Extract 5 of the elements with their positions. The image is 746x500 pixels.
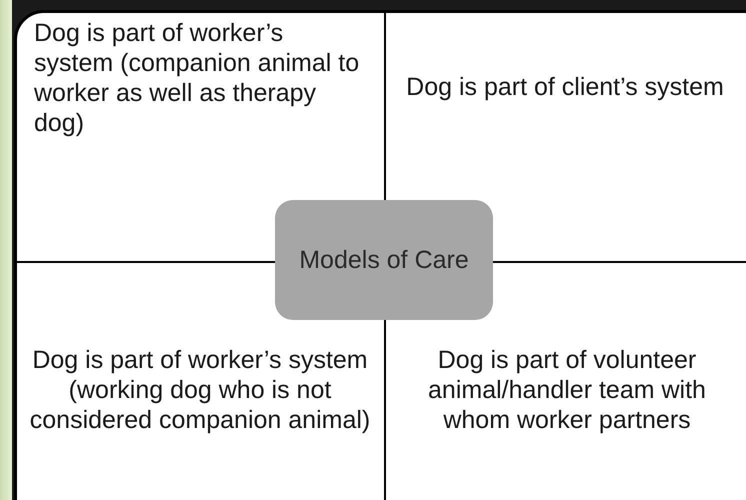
quadrant-text: Dog is part of client’s system <box>395 72 735 102</box>
center-box: Models of Care <box>275 200 493 320</box>
quadrant-text: Dog is part of volunteer animal/handler team with whom worker partners <box>392 345 742 435</box>
quadrant-text: Dog is part of worker’s system (working dog who is not considered companion animal) <box>22 345 378 435</box>
quadrant-text: Dog is part of worker’s system (companion animal to worker as well as therapy dog) <box>34 18 364 138</box>
